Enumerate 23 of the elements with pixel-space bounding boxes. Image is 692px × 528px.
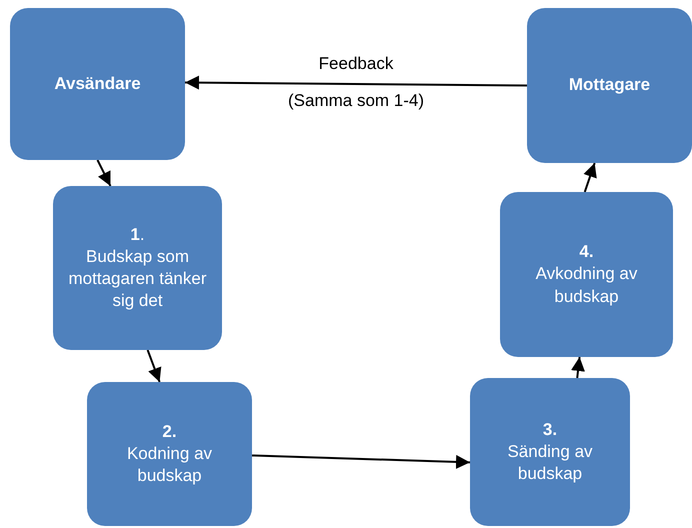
box-text: Kodning av budskap [126, 442, 214, 488]
process-box [10, 8, 185, 160]
arrow [185, 76, 527, 90]
step-number: 1. [130, 224, 145, 246]
arrow [571, 356, 585, 378]
step-number: 2. [162, 420, 177, 443]
process-box [500, 192, 673, 357]
arrow [96, 160, 112, 186]
process-box [527, 8, 692, 163]
box-text: Mottagare [568, 74, 650, 96]
process-box [470, 378, 630, 526]
step-number: 4. [579, 241, 594, 264]
box-text: Avkodning av budskap [534, 263, 638, 308]
process-box [53, 186, 222, 350]
box-text: Budskap som mottagaren tänker sig det [68, 246, 208, 312]
process-box [87, 382, 252, 526]
note-text: (Samma som 1-4) [288, 91, 424, 111]
arrow [146, 350, 162, 382]
box-text: Sänding av budskap [506, 440, 594, 486]
box-text: Avsändare [54, 72, 141, 95]
step-number: 3. [542, 418, 558, 441]
arrow [584, 162, 597, 192]
arrow [252, 454, 470, 469]
